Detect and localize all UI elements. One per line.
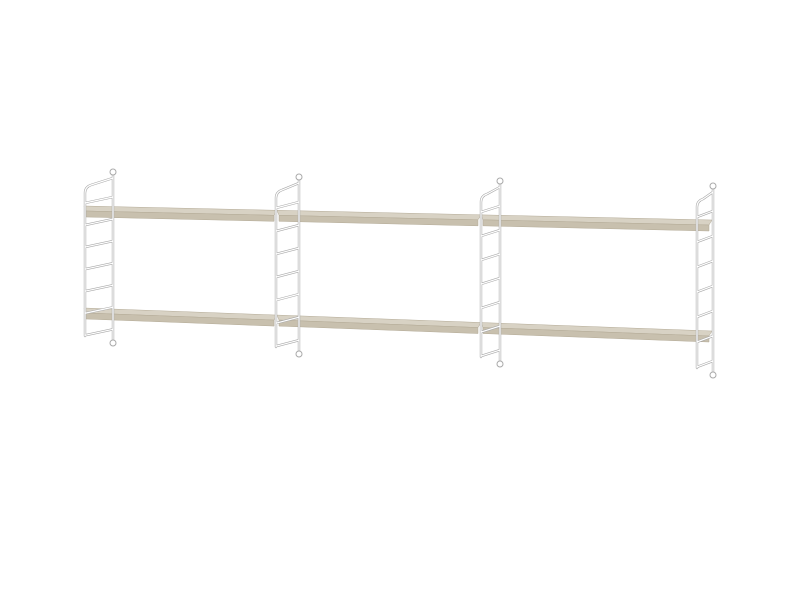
side-panel-2 (274, 173, 303, 358)
panel-top-hook (496, 177, 504, 185)
shelf-front-row1-bay3 (482, 219, 710, 232)
panel-top-hook (109, 168, 117, 176)
side-panel-1 (83, 168, 117, 347)
panel-top-hook (295, 173, 303, 181)
side-panel-4 (695, 182, 717, 379)
panel-bottom-hook (496, 360, 504, 368)
side-panel-3 (479, 177, 504, 368)
shelves (83, 205, 713, 343)
panel-wire (480, 183, 501, 362)
panel-wire (275, 179, 300, 352)
panel-wire (696, 188, 714, 373)
side-panels (83, 168, 717, 379)
panel-wire (84, 174, 114, 341)
shelf-front-row1-bay2 (278, 215, 479, 227)
panel-bottom-hook (109, 339, 117, 347)
panel-bottom-hook (295, 350, 303, 358)
shelf-front-row2-bay2 (278, 319, 479, 334)
panel-bottom-hook (709, 371, 717, 379)
panel-top-hook (709, 182, 717, 190)
